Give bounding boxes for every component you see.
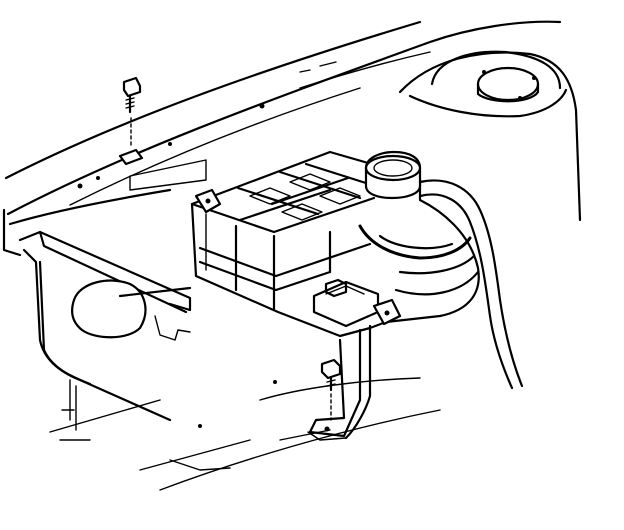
strut-cap: [476, 66, 540, 102]
lower-mounting-bolt: [320, 358, 342, 421]
strut-tower: [398, 50, 582, 222]
lower-panel: [139, 377, 441, 491]
coolant-reservoir: [190, 150, 480, 441]
upper-mounting-bolt: [118, 76, 144, 166]
radiator-support-bracket: [18, 159, 207, 441]
reservoir-hose: [418, 179, 524, 390]
fender-panel: [2, 20, 562, 257]
bracket-cutout: [71, 279, 147, 339]
